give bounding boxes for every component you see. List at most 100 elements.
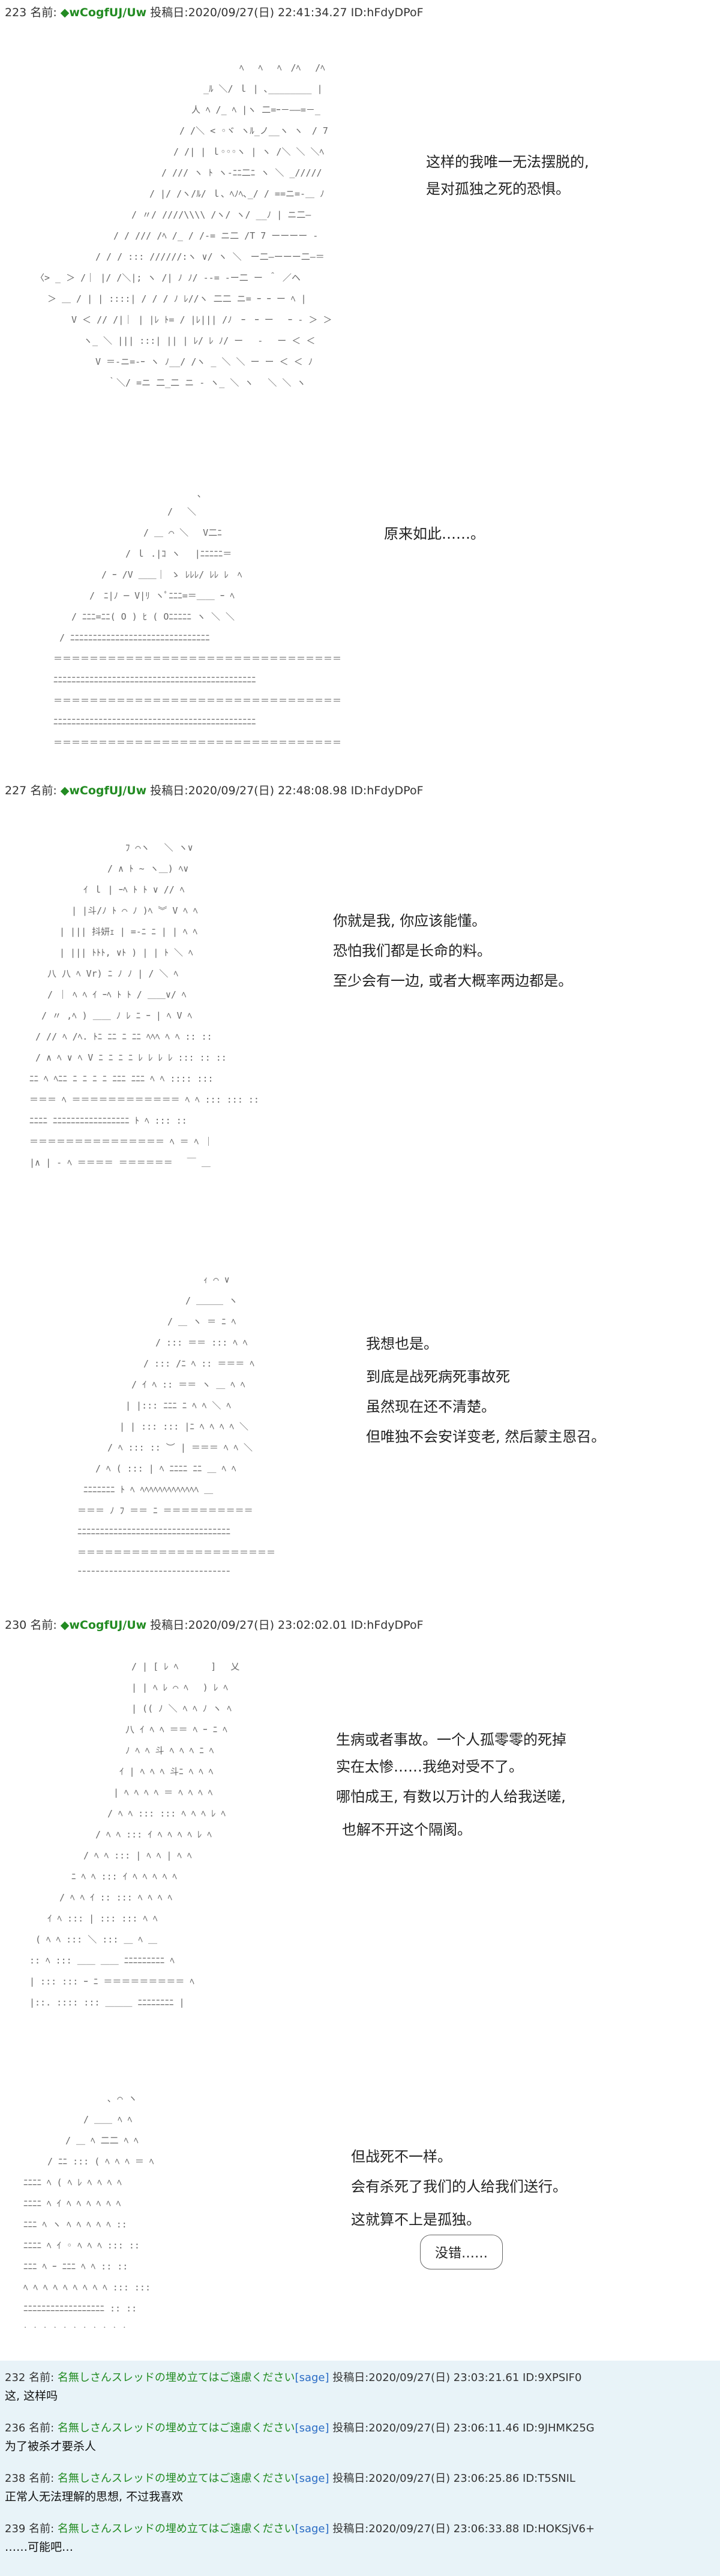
dialogue-line: 我想也是。 — [366, 1335, 438, 1352]
reply-id[interactable]: ID:HOKSjV6+ — [523, 2523, 595, 2535]
svg-text:/ /// ヽ ﾄ ヽ-ﾆﾆ二ﾆ ヽ ＼ _/////: / /// ヽ ﾄ ヽ-ﾆﾆ二ﾆ ヽ ＼ _///// — [161, 167, 322, 178]
svg-text:ﾆﾆﾆﾆﾆﾆﾆﾆﾆﾆﾆﾆﾆﾆﾆﾆﾆﾆ :: ::: ﾆﾆﾆﾆﾆﾆﾆﾆﾆﾆﾆﾆﾆﾆﾆﾆﾆﾆ :: :: — [23, 2303, 137, 2314]
svg-text:/ ＿＿＿ ヽ: / ＿＿＿ ヽ — [185, 1295, 238, 1306]
svg-text:ﾆﾆﾆﾆ ﾍ ｲ ﾍ ﾍ ﾍ ﾍ ﾍ ﾍ: ﾆﾆﾆﾆ ﾍ ｲ ﾍ ﾍ ﾍ ﾍ ﾍ ﾍ — [23, 2198, 121, 2209]
svg-text:ﾆﾆﾆ ﾍ ヽ ﾍ ﾍ ﾍ ﾍ ﾍ ::: ﾆﾆﾆ ﾍ ヽ ﾍ ﾍ ﾍ ﾍ ﾍ :: — [23, 2219, 127, 2230]
svg-text:＝＝＝＝＝＝＝＝＝＝＝＝＝＝＝＝＝＝＝＝＝＝＝＝＝＝＝＝＝＝: ＝＝＝＝＝＝＝＝＝＝＝＝＝＝＝＝＝＝＝＝＝＝＝＝＝＝＝＝＝＝＝＝ — [53, 695, 341, 706]
ascii-art-panel-4: ｨ ⌒ ∨ / ＿＿＿ ヽ / ＿ ヽ ＝ ﾆ ﾍ / ::: ＝＝ ::: ﾍ… — [60, 1260, 396, 1572]
dialogue-line: 你就是我, 你应该能懂。 — [333, 912, 487, 929]
svg-text:/ ﾍ ( ::: | ﾍ ﾆﾆﾆﾆ ﾆﾆ ＿ ﾍ ﾍ: / ﾍ ( ::: | ﾍ ﾆﾆﾆﾆ ﾆﾆ ＿ ﾍ ﾍ — [95, 1463, 236, 1474]
svg-text:/ ﾍ ﾍ ::: | ﾍ ﾍ | ﾍ ﾍ: / ﾍ ﾍ ::: | ﾍ ﾍ | ﾍ ﾍ — [83, 1850, 192, 1861]
reply-name[interactable]: 名無しさんスレッドの埋め立てはご遠慮ください — [57, 2523, 295, 2535]
sage-link[interactable]: [sage] — [295, 2371, 329, 2384]
svg-text:ﾉ ﾍ ﾍ 斗 ﾍ ﾍ ﾍ ﾆ ﾍ: ﾉ ﾍ ﾍ 斗 ﾍ ﾍ ﾍ ﾆ ﾍ — [125, 1745, 214, 1756]
reply-number: 236 — [5, 2422, 26, 2434]
svg-text:ﾍ ﾍ ﾍ ﾍ ﾍ ﾍ ﾍ ﾍ ﾍ ::: :::: ﾍ ﾍ ﾍ ﾍ ﾍ ﾍ ﾍ ﾍ ﾍ ::: ::: — [23, 2282, 151, 2293]
svg-text:/ 〃/ ////\\\\ /ヽ/ ヽ/ __ﾉ | ニ二―: / 〃/ ////\\\\ /ヽ/ ヽ/ __ﾉ | ニ二― — [131, 209, 311, 220]
reply-id[interactable]: ID:9JHMK25G — [523, 2422, 595, 2434]
svg-text:/ ﾍ ﾍ ｲ :: ::: ﾍ ﾍ ﾍ ﾍ: / ﾍ ﾍ ｲ :: ::: ﾍ ﾍ ﾍ ﾍ — [59, 1892, 172, 1903]
svg-text:V ＝-ニ=-ｰ ヽ ﾉ__/ /ヽ _ ＼ ＼ ー ー ＜: V ＝-ニ=-ｰ ヽ ﾉ__/ /ヽ _ ＼ ＼ ー ー ＜ ＜ ﾉ — [95, 356, 313, 367]
svg-text:八 八 ﾍ Vr) ﾆ ﾉ ﾉ | / ＼ ﾍ: 八 八 ﾍ Vr) ﾆ ﾉ ﾉ | / ＼ ﾍ — [47, 968, 178, 979]
ascii-art-figure: ､ / ＼ / ＿ ⌒ ＼ V二ﾆ / ｌ .|ｺ ヽ |ﾆﾆﾆﾆﾆ＝ / ｰ … — [53, 488, 341, 744]
svg-text:/ / / ::: //////:ヽ ∨/ ヽ ＼ ー二―ー: / / / ::: //////:ヽ ∨/ ヽ ＼ ー二―ーーー二―＝ — [95, 251, 325, 262]
svg-text:ｲ | ﾍ ﾍ ﾍ 斗ﾆ ﾍ ﾍ ﾍ: ｲ | ﾍ ﾍ ﾍ 斗ﾆ ﾍ ﾍ ﾍ — [119, 1766, 214, 1777]
sage-link[interactable]: [sage] — [295, 2523, 329, 2535]
reply-name[interactable]: 名無しさんスレッドの埋め立てはご遠慮ください — [57, 2472, 295, 2485]
svg-text:/ / /// /ﾍ /_ / /-= ニ二 /T 7 ーー: / / /// /ﾍ /_ / /-= ニ二 /T 7 ーーーー ‐ — [113, 230, 318, 241]
name-label: 名前: — [30, 784, 57, 797]
svg-text:/ ﾆﾆﾆﾆﾆﾆﾆﾆﾆﾆﾆﾆﾆﾆﾆﾆﾆﾆﾆﾆﾆﾆﾆﾆﾆﾆﾆﾆ: / ﾆﾆﾆﾆﾆﾆﾆﾆﾆﾆﾆﾆﾆﾆﾆﾆﾆﾆﾆﾆﾆﾆﾆﾆﾆﾆﾆﾆﾆﾆﾆ — [59, 632, 210, 643]
svg-text:/ ﾆﾆﾆ=ﾆﾆ( O ) ﾋ ( Oﾆﾆﾆﾆﾆ ヽ ＼ ＼: / ﾆﾆﾆ=ﾆﾆ( O ) ﾋ ( Oﾆﾆﾆﾆﾆ ヽ ＼ ＼ — [71, 611, 235, 622]
svg-text:＝＝＝＝＝＝＝＝＝＝＝＝＝＝＝ ﾍ ＝ ﾍ ｜: ＝＝＝＝＝＝＝＝＝＝＝＝＝＝＝ ﾍ ＝ ﾍ ｜ — [29, 1136, 213, 1147]
ascii-art-figure: ﾌ ⌒ヽ ＼ ヽ∨ / ∧ ﾄ ~ ヽ＿) ﾍ∨ ｲ ｌ | ｰﾍ ﾄ ﾄ ∨ … — [29, 842, 259, 1168]
dialogue-line: 这样的我唯一无法摆脱的, — [426, 154, 589, 170]
poster-id[interactable]: ID:hFdyDPoF — [350, 1619, 424, 1632]
svg-text:ﾍ ﾍ ﾍ /ﾍ /ﾍ: ﾍ ﾍ ﾍ /ﾍ /ﾍ — [239, 62, 325, 73]
svg-text:/ ｲ ﾍ :: ＝＝ ヽ ＿ ﾍ ﾍ: / ｲ ﾍ :: ＝＝ ヽ ＿ ﾍ ﾍ — [131, 1379, 245, 1390]
svg-text:/ ∧ ﾍ ∨ ﾍ V ﾆ ﾆ ﾆ ﾆ ﾚ ﾚ ﾚ ﾚ ::: / ∧ ﾍ ∨ ﾍ V ﾆ ﾆ ﾆ ﾆ ﾚ ﾚ ﾚ ﾚ ::: :: :: — [35, 1052, 227, 1063]
svg-text:/ ｌ .|ｺ ヽ |ﾆﾆﾆﾆﾆ＝: / ｌ .|ｺ ヽ |ﾆﾆﾆﾆﾆ＝ — [125, 548, 232, 559]
svg-text:ヽ_ ＼ ||| :::| || | ﾚ/ ﾚ ﾉ/: ヽ_ ＼ ||| :::| || | ﾚ/ ﾚ ﾉ/ ー ‐ ー ＜ ＜ — [83, 335, 315, 346]
reply-header-238: 238 名前: 名無しさんスレッドの埋め立てはご遠慮ください[sage] 投稿日… — [5, 2470, 575, 2485]
post-number: 223 — [5, 6, 27, 19]
svg-text:V ＜ // /|｜ | |ﾚ ﾄ= / |ﾚ||| /ﾉ: V ＜ // /|｜ | |ﾚ ﾄ= / |ﾚ||| /ﾉ ｰ ｰ ー ｰ ‐ … — [71, 314, 332, 325]
svg-text:ﾆﾆﾆ ﾍ ｰ ﾆﾆﾆ ﾍ ﾍ :: ::: ﾆﾆﾆ ﾍ ｰ ﾆﾆﾆ ﾍ ﾍ :: :: — [23, 2261, 128, 2272]
post-date: 投稿日:2020/09/27(日) 22:48:08.98 — [150, 784, 347, 797]
svg-text:＝＝＝＝＝＝＝＝＝＝＝＝＝＝＝＝＝＝＝＝＝＝＝＝＝＝＝＝＝＝: ＝＝＝＝＝＝＝＝＝＝＝＝＝＝＝＝＝＝＝＝＝＝＝＝＝＝＝＝＝＝＝＝ — [53, 737, 341, 744]
reply-body: ……可能吧… — [5, 2541, 74, 2554]
poster-id[interactable]: ID:hFdyDPoF — [350, 6, 424, 19]
reply-name[interactable]: 名無しさんスレッドの埋め立てはご遠慮ください — [57, 2371, 295, 2384]
poster-id[interactable]: ID:hFdyDPoF — [350, 784, 424, 797]
svg-text:/ ﾍ ::: :: ︶ | ＝＝＝ ﾍ ﾍ ＼: / ﾍ ::: :: ︶ | ＝＝＝ ﾍ ﾍ ＼ — [107, 1442, 253, 1453]
svg-text:｀＼/ =ニ 二_二 ニ - ヽ_ ＼ ヽ ＼ ＼ ヽ: ｀＼/ =ニ 二_二 ニ - ヽ_ ＼ ヽ ＼ ＼ ヽ — [107, 377, 305, 388]
reply-header-232: 232 名前: 名無しさんスレッドの埋め立てはご遠慮ください[sage] 投稿日… — [5, 2369, 581, 2385]
poster-name[interactable]: ◆wCogfUJ/Uw — [60, 784, 147, 797]
dialogue-line: 生病或者事故。一个人孤零零的死掉 — [336, 1731, 566, 1748]
svg-text:＝＝＝ ﾉ ﾌ ＝＝ ﾆ ＝＝＝＝＝＝＝＝＝＝: ＝＝＝ ﾉ ﾌ ＝＝ ﾆ ＝＝＝＝＝＝＝＝＝＝ — [77, 1505, 253, 1516]
svg-text:ﾌ ⌒ヽ ＼ ヽ∨: ﾌ ⌒ヽ ＼ ヽ∨ — [125, 842, 193, 853]
svg-text:ﾆﾆﾆﾆ ﾆﾆﾆﾆﾆﾆﾆﾆﾆﾆﾆﾆﾆﾆﾆﾆﾆ ﾄ ﾍ :::: ﾆﾆﾆﾆ ﾆﾆﾆﾆﾆﾆﾆﾆﾆﾆﾆﾆﾆﾆﾆﾆﾆ ﾄ ﾍ ::: :: — [29, 1115, 187, 1126]
svg-text:/ // ﾍ /ﾍ. ﾄﾆ ﾆﾆ ﾆ ﾆﾆ ﾍﾍﾍ ﾍ ﾍ: / // ﾍ /ﾍ. ﾄﾆ ﾆﾆ ﾆ ﾆﾆ ﾍﾍﾍ ﾍ ﾍ :: :: — [35, 1031, 212, 1042]
reply-body: 为了被杀才要杀人 — [5, 2440, 97, 2453]
dialogue-line: 到底是战死病死事故死 — [366, 1368, 510, 1385]
sage-link[interactable]: [sage] — [295, 2472, 329, 2485]
svg-text:| | ﾍ ﾚ ⌒ ﾍ ) ﾚ ﾍ: | | ﾍ ﾚ ⌒ ﾍ ) ﾚ ﾍ — [131, 1682, 228, 1693]
svg-text:_ﾙ ＼/ ｌ | ､________ |: _ﾙ ＼/ ｌ | ､________ | — [203, 83, 323, 94]
post-date: 投稿日:2020/09/27(日) 23:02:02.01 — [150, 1619, 347, 1632]
dialogue-line: 虽然现在还不清楚。 — [366, 1398, 496, 1415]
svg-text:＝＝＝ ﾍ ＝＝＝＝＝＝＝＝＝＝＝＝ ﾍ ﾍ ::: :::: ＝＝＝ ﾍ ＝＝＝＝＝＝＝＝＝＝＝＝ ﾍ ﾍ ::: ::: :: — [29, 1094, 259, 1105]
name-label: 名前: — [30, 6, 57, 19]
ascii-art-panel-2: ､ / ＼ / ＿ ⌒ ＼ V二ﾆ / ｌ .|ｺ ヽ |ﾆﾆﾆﾆﾆ＝ / ｰ … — [36, 474, 420, 744]
reply-id[interactable]: ID:T5SNIL — [523, 2472, 575, 2485]
svg-text:| (( ﾉ ＼ ﾍ ﾍ ﾉ ヽ ﾍ: | (( ﾉ ＼ ﾍ ﾍ ﾉ ヽ ﾍ — [131, 1703, 232, 1714]
svg-text:ｲ ﾍ ::: | ::: ::: ﾍ ﾍ: ｲ ﾍ ::: | ::: ::: ﾍ ﾍ — [47, 1913, 158, 1924]
svg-text:| ||| ﾄﾄﾄ, ∨ﾄ ) | | ﾄ ＼ ﾍ: | ||| ﾄﾄﾄ, ∨ﾄ ) | | ﾄ ＼ ﾍ — [59, 947, 193, 958]
svg-text:ﾆﾆﾆﾆﾆﾆﾆﾆﾆﾆﾆﾆﾆﾆﾆﾆﾆﾆﾆﾆﾆﾆﾆﾆﾆﾆﾆﾆﾆﾆ: ﾆﾆﾆﾆﾆﾆﾆﾆﾆﾆﾆﾆﾆﾆﾆﾆﾆﾆﾆﾆﾆﾆﾆﾆﾆﾆﾆﾆﾆﾆﾆﾆﾆﾆﾆﾆﾆﾆﾆﾆ… — [53, 716, 256, 727]
ascii-art-panel-5: / | [ ﾚ ﾍ ] 乂 | | ﾍ ﾚ ⌒ ﾍ ) ﾚ ﾍ | (( ﾉ ＼… — [12, 1644, 372, 2016]
post-header-223: 223 名前: ◆wCogfUJ/Uw 投稿日:2020/09/27(日) 22… — [5, 4, 424, 20]
poster-name[interactable]: ◆wCogfUJ/Uw — [60, 6, 147, 19]
reply-id[interactable]: ID:9XPSIF0 — [523, 2371, 582, 2384]
ascii-art-figure: ﾍ ﾍ ﾍ /ﾍ /ﾍ _ﾙ ＼/ ｌ | ､________ | 人 ﾍ /_… — [35, 62, 332, 388]
name-label: 名前: — [29, 2371, 55, 2384]
sage-link[interactable]: [sage] — [295, 2422, 329, 2434]
svg-text:/ ＿＿ ﾍ ﾍ: / ＿＿ ﾍ ﾍ — [83, 2114, 133, 2125]
svg-text:/ /| | ｌ◦◦◦ヽ | ヽ /＼ ＼ ＼ﾍ: / /| | ｌ◦◦◦ヽ | ヽ /＼ ＼ ＼ﾍ — [173, 146, 325, 157]
svg-text:/ ﾆ|ﾉ ─ V|ﾘ ヽﾟﾆﾆﾆ=＝＿＿ ｰ ﾍ: / ﾆ|ﾉ ─ V|ﾘ ヽﾟﾆﾆﾆ=＝＿＿ ｰ ﾍ — [89, 590, 235, 601]
reply-number: 239 — [5, 2523, 26, 2535]
post-header-227: 227 名前: ◆wCogfUJ/Uw 投稿日:2020/09/27(日) 22… — [5, 782, 424, 798]
svg-text:|::. :::: ::: ＿＿＿ ﾆﾆﾆﾆﾆﾆﾆﾆ |: |::. :::: ::: ＿＿＿ ﾆﾆﾆﾆﾆﾆﾆﾆ | — [29, 1997, 185, 2008]
reply-date: 投稿日:2020/09/27(日) 23:06:11.46 — [332, 2422, 520, 2434]
svg-text:､ ⌒ ヽ: ､ ⌒ ヽ — [107, 2093, 137, 2104]
svg-text:/ ＿ ヽ ＝ ﾆ ﾍ: / ＿ ヽ ＝ ﾆ ﾍ — [167, 1316, 236, 1327]
reply-name[interactable]: 名無しさんスレッドの埋め立てはご遠慮ください — [57, 2422, 295, 2434]
dialogue-line: 这就算不上是孤独。 — [351, 2211, 481, 2228]
poster-name[interactable]: ◆wCogfUJ/Uw — [60, 1619, 147, 1632]
svg-text:＝＝＝＝＝＝＝＝＝＝＝＝＝＝＝＝＝＝＝＝＝＝: ＝＝＝＝＝＝＝＝＝＝＝＝＝＝＝＝＝＝＝＝＝＝ — [77, 1547, 275, 1558]
svg-text:/ ﾍ ﾍ ::: ｲ ﾍ ﾍ ﾍ ﾍ ﾚ ﾍ: / ﾍ ﾍ ::: ｲ ﾍ ﾍ ﾍ ﾍ ﾚ ﾍ — [95, 1829, 212, 1840]
svg-text:/ ∧ ﾄ ~ ヽ＿) ﾍ∨: / ∧ ﾄ ~ ヽ＿) ﾍ∨ — [107, 863, 188, 874]
reply-header-236: 236 名前: 名無しさんスレッドの埋め立てはご遠慮ください[sage] 投稿日… — [5, 2419, 595, 2435]
svg-text:/ ｰ /V ＿＿｜ ゝ ﾚﾚﾚ/ ﾚﾚ ﾚ ﾍ: / ｰ /V ＿＿｜ ゝ ﾚﾚﾚ/ ﾚﾚ ﾚ ﾍ — [101, 569, 242, 580]
svg-text:ﾆ ﾍ ﾍ ::: ｲ ﾍ ﾍ ﾍ ﾍ ﾍ: ﾆ ﾍ ﾍ ::: ｲ ﾍ ﾍ ﾍ ﾍ ﾍ — [71, 1871, 177, 1882]
dialogue-line: 会有杀死了我们的人给我们送行。 — [351, 2178, 567, 2195]
